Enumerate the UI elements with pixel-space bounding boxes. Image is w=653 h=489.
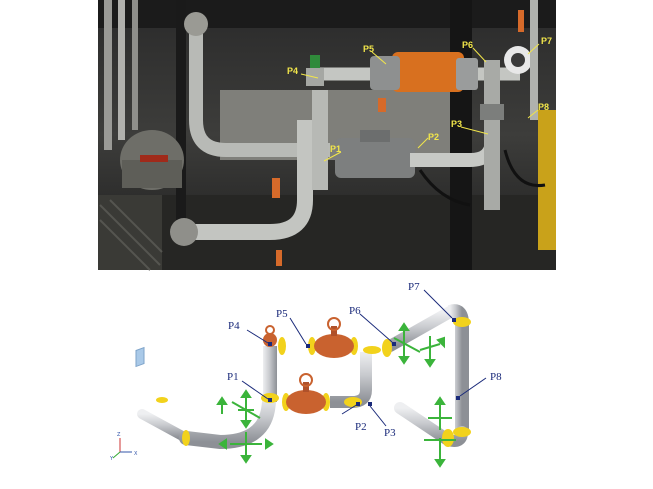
- model-label-p3: P3: [384, 427, 396, 439]
- model-label-p7: P7: [408, 281, 420, 293]
- support-d: [419, 336, 445, 368]
- piping-model: [135, 304, 471, 468]
- model-label-p6: P6: [349, 305, 361, 317]
- photo-label-p1: P1: [330, 144, 341, 154]
- axis-y-label: Y: [109, 456, 114, 462]
- axis-triad: Z Y X: [109, 432, 138, 462]
- model-label-p8: P8: [490, 371, 502, 383]
- model-label-p4: P4: [228, 320, 240, 332]
- axis-z-label: Z: [117, 432, 121, 438]
- photo-label-p6: P6: [462, 40, 473, 50]
- photo-leaders: [300, 43, 540, 162]
- model-label-p1: P1: [227, 371, 239, 383]
- support-b: [218, 432, 274, 464]
- model-label-p2: P2: [355, 421, 367, 433]
- axis-x-label: X: [134, 451, 138, 457]
- support-e: [428, 396, 452, 430]
- photo-label-p2: P2: [428, 132, 439, 142]
- plant-photo: [98, 0, 556, 271]
- support-g: [216, 396, 228, 414]
- support-a: [231, 389, 261, 429]
- photo-label-p8: P8: [538, 102, 549, 112]
- photo-label-p7: P7: [541, 36, 552, 46]
- photo-label-p5: P5: [363, 44, 374, 54]
- photo-label-p3: P3: [451, 119, 462, 129]
- support-f: [424, 438, 456, 468]
- support-c: [393, 322, 421, 365]
- photo-label-p4: P4: [287, 66, 298, 76]
- model-leaders: [241, 289, 487, 427]
- model-label-p5: P5: [276, 308, 288, 320]
